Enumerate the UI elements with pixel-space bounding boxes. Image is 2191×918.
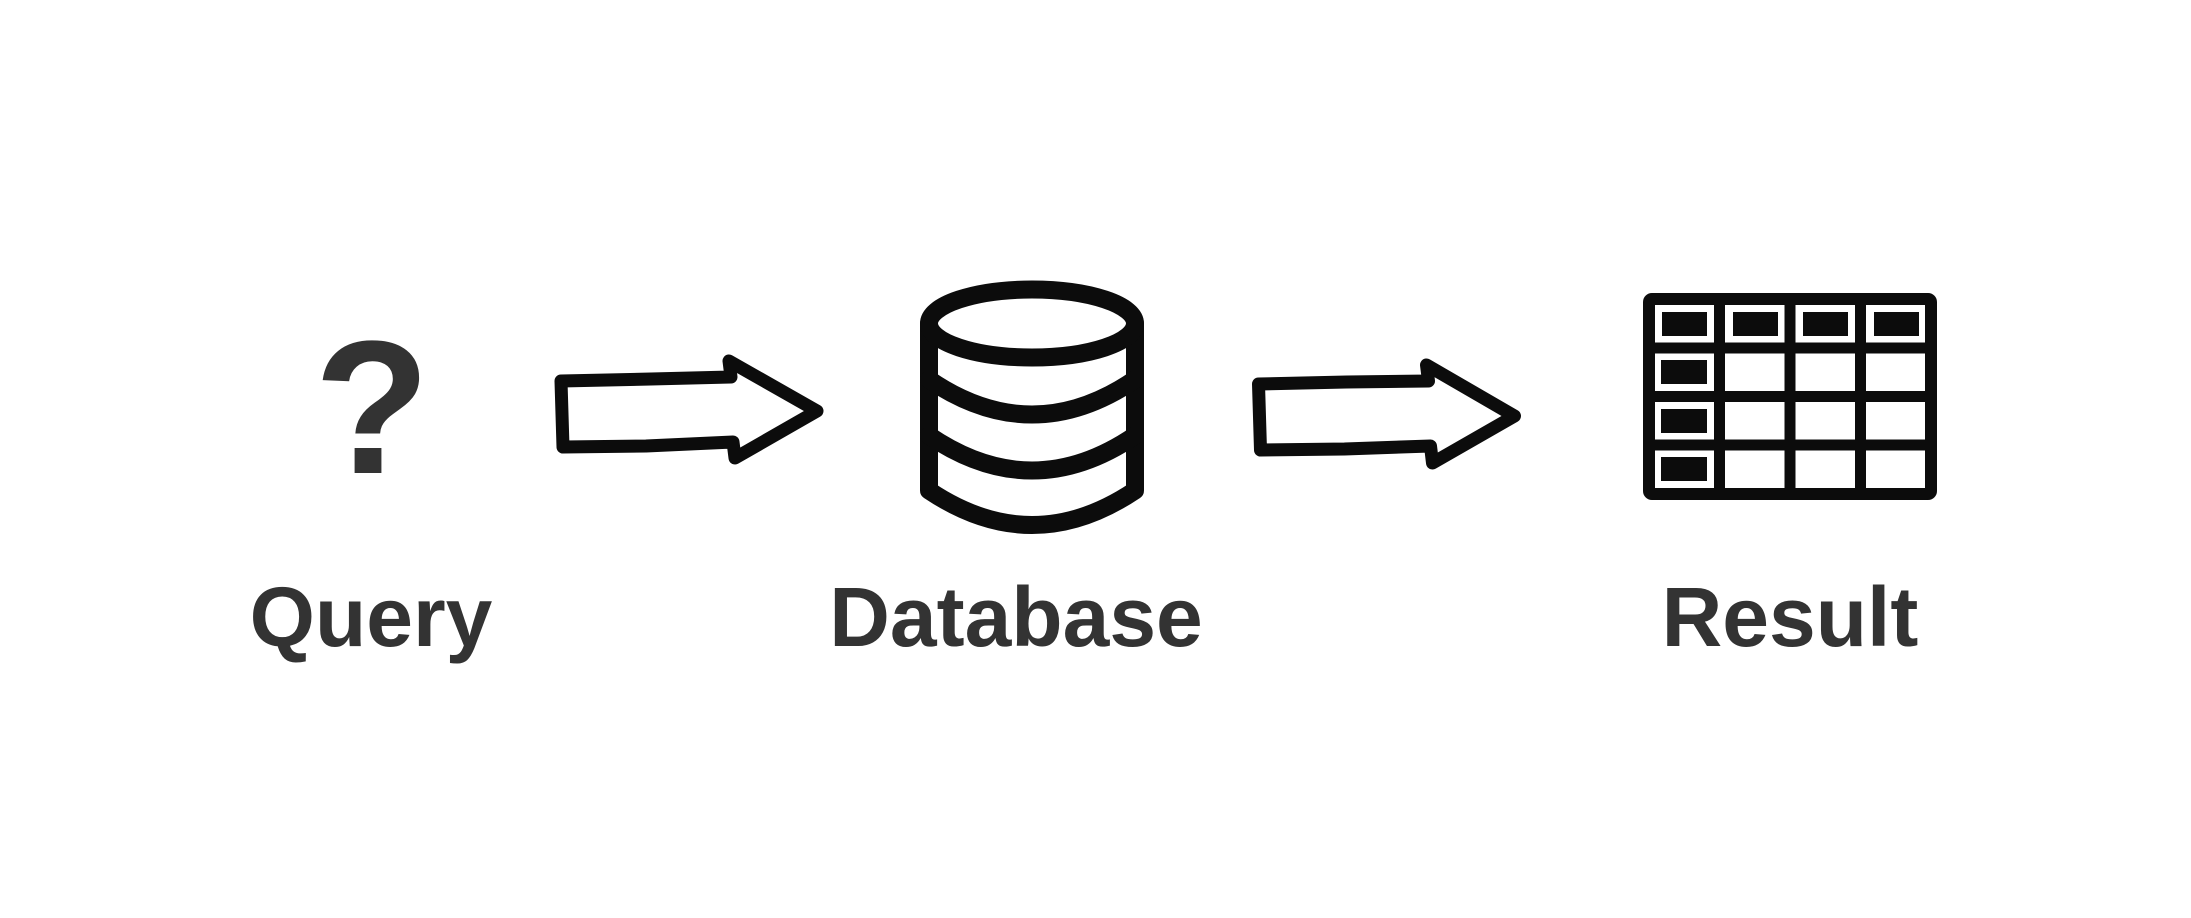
node-label-result: Result (1661, 570, 1919, 664)
database-cylinder-icon (920, 280, 1144, 534)
table-grid-icon (1643, 293, 1937, 500)
node-label-query: Query (249, 570, 493, 664)
block-arrow-right-icon (554, 354, 824, 465)
node-label-database: Database (829, 570, 1203, 664)
question-mark-icon: ? (313, 302, 431, 514)
block-arrow-right-icon (1252, 358, 1521, 470)
